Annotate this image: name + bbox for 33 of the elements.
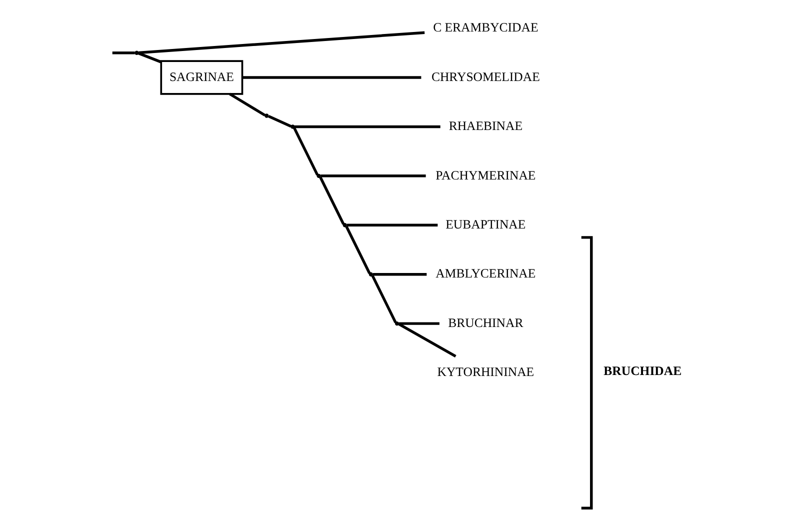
connector <box>294 125 440 128</box>
connector <box>138 31 424 54</box>
node-box: SAGRINAE <box>160 60 243 95</box>
connector <box>318 176 344 225</box>
node-text: CHRYSOMELIDAE <box>430 70 540 84</box>
connector <box>242 76 421 79</box>
node-point <box>134 50 138 55</box>
node-text: EUBAPTINAE <box>445 218 526 232</box>
connector <box>344 226 370 274</box>
node-point <box>394 321 399 326</box>
connector <box>268 115 292 128</box>
connector <box>320 174 426 178</box>
node-text: AMBLYCERINAE <box>435 266 536 281</box>
connector <box>137 52 161 64</box>
node-point <box>316 174 320 178</box>
node-text: KYTORHININAE <box>436 365 534 380</box>
node-point <box>264 114 268 118</box>
connector <box>112 52 134 54</box>
connector <box>398 322 439 325</box>
node-text: C ERAMBYCIDAE <box>432 20 538 35</box>
node-point <box>368 272 373 276</box>
node-text: BRUCHINAR <box>448 316 523 330</box>
node-text: RHAEBINAE <box>448 119 522 134</box>
label: BRUCHIDAE <box>603 364 682 378</box>
connector <box>370 274 396 324</box>
connector <box>292 127 318 176</box>
connector <box>398 322 456 358</box>
connector <box>228 92 266 116</box>
node-text: PACHYMERINAE <box>435 168 536 182</box>
connector <box>346 224 438 226</box>
node-point <box>342 223 346 228</box>
node-point <box>290 124 294 129</box>
connector <box>372 272 426 276</box>
